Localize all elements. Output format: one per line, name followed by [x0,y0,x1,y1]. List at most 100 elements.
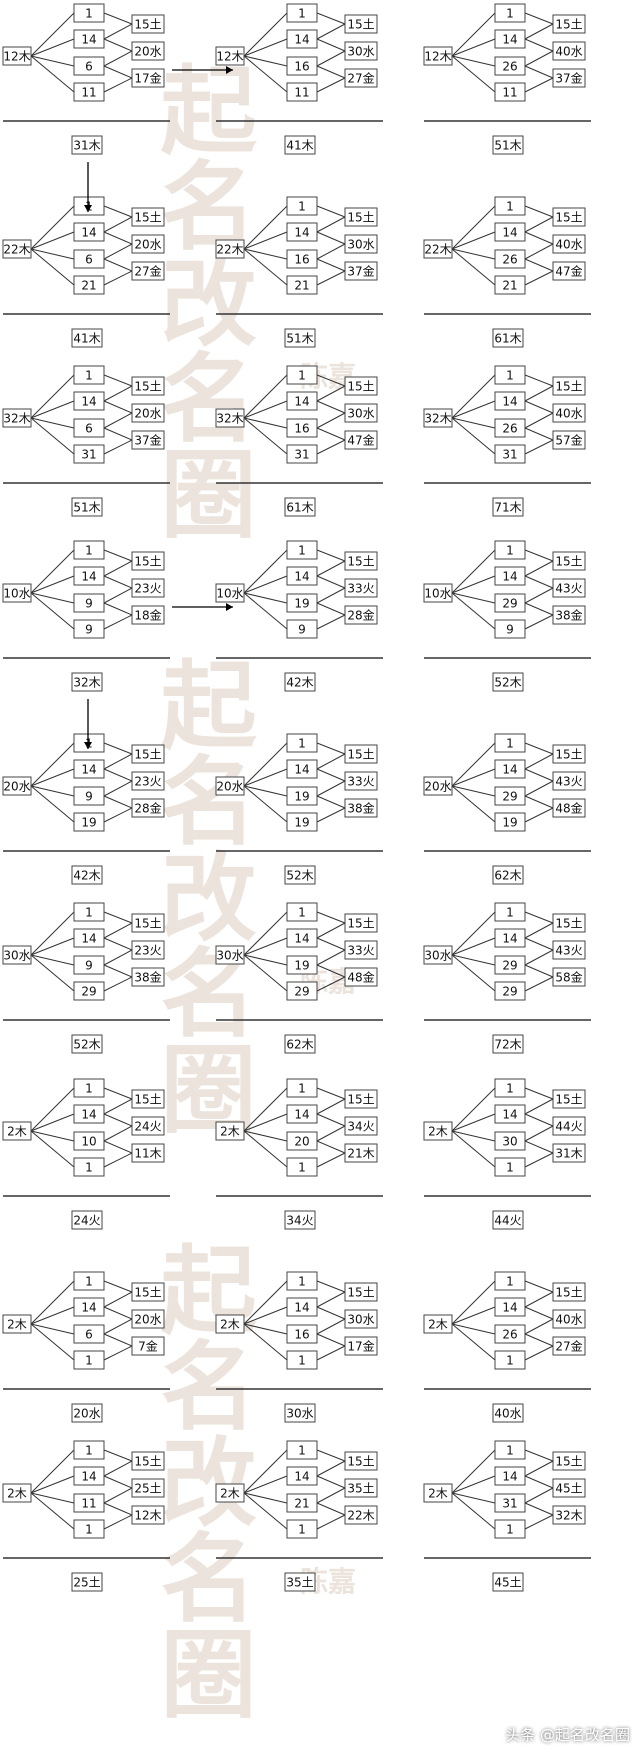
tree-s2-8-root-link-1 [243,911,288,956]
tree-s2-7-root-label: 30水 [3,949,30,963]
tree-s2-9-result: 72木 [492,1034,524,1054]
tree-s2-4-mid-1: 15土 [131,744,165,764]
tree-s1-8-branch-1-frame [286,365,318,385]
tree-s3-4-mid-link-2b [103,1318,133,1335]
tree-s3-6-branch-4-frame [494,1350,526,1370]
tree-s1-5-mid-link-1a [316,205,346,218]
tree-s2-7-mid-1-frame [131,913,165,933]
tree-s1-1-result-label: 31木 [73,139,100,153]
tree-s1-1-root-link-1 [30,12,75,57]
tree-s3-5-mid-2: 30水 [344,1309,378,1329]
tree-s3-4-branch-3-label: 6 [85,1328,93,1342]
tree-s1-6-root-link-4 [451,248,496,286]
tree-s2-1-branch-2: 14 [73,566,105,586]
tree-s1-7-mid-link-3b [103,439,133,455]
tree-s2-1-branch-4-label: 9 [85,623,93,637]
tree-s2-6-branch-1-label: 1 [506,737,514,751]
tree-s1-5-mid-link-1b [316,216,346,233]
tree-s3-9-root-link-2 [451,1475,496,1494]
tree-s2-6-branch-3-frame [494,786,526,806]
tree-s3-1-branch-1-frame [73,1078,105,1098]
tree-s1-9-mid-link-2a [524,400,554,414]
tree-s3-6-root-link-1 [451,1280,496,1325]
tree-s3-4-branch-3-frame [73,1324,105,1344]
tree-s1-6-mid-link-2a [524,231,554,245]
tree-s2-1-root-link-2 [30,575,75,594]
tree-s3-5-branch-3-label: 16 [294,1328,309,1342]
tree-s1-3-branch-2-label: 14 [502,33,517,47]
tree-s2-3-branch-4: 9 [494,619,526,639]
tree-s1-8-root-link-4 [243,417,288,455]
tree-s1-2-branch-4: 11 [286,82,318,102]
tree-s2-4-mid-3-label: 28金 [134,801,161,816]
tree-s3-2-mid-link-2b [316,1125,346,1142]
tree-s1-6-root-link-2 [451,231,496,250]
tree-s2-1-result: 32木 [71,672,103,692]
tree-s1-2-mid-link-2a [316,38,346,52]
tree-s1-4-branch-3-frame [73,249,105,269]
tree-s1-7-result-frame [71,497,103,517]
tree-s3-6-branch-4: 1 [494,1350,526,1370]
tree-s3-7-mid-3-frame [131,1505,165,1525]
tree-s3-3-mid-link-3a [524,1140,554,1154]
tree-s2-2-mid-3-frame [344,605,378,625]
tree-s1-2-mid-3-frame [344,68,378,88]
tree-s2-7-mid-link-1a [103,911,133,924]
tree-s1-6-branch-1: 1 [494,196,526,216]
tree-s3-3-mid-link-1b [524,1098,554,1115]
tree-s1-2-mid-1-frame [344,14,378,34]
tree-s1-1-root-link-3 [30,55,75,67]
tree-s3-7-mid-3-label: 12木 [134,1509,161,1523]
tree-s1-6-root-link-3 [451,248,496,260]
tree-s2-9-branch-3: 29 [494,955,526,975]
tree-s1-8-branch-2-label: 14 [294,395,309,409]
tree-s2-5-branch-4-frame [286,812,318,832]
tree-s2-3-mid-1-frame [552,551,586,571]
tree-s1-4-branch-2-frame [73,222,105,242]
tree-s3-4-mid-link-1b [103,1291,133,1308]
tree-s1-6-root-label: 22木 [424,243,451,257]
tree-s2-2-result-frame [284,672,316,692]
tree-s3-1-mid-3-frame [131,1143,165,1163]
tree-s2-8-branch-4-label: 29 [294,985,309,999]
tree-s2-3-result: 52木 [492,672,524,692]
tree-s1-6-mid-link-2b [524,243,554,260]
tree-s2-9-mid-3-label: 58金 [555,970,582,985]
tree-s2-2-root-link-3 [243,592,288,604]
tree-s1-8-root-link-3 [243,417,288,429]
tree-s3-3-mid-link-3b [524,1152,554,1168]
tree-s3-7-branch-4-frame [73,1519,105,1539]
tree-s2-4-root-link-2 [30,768,75,787]
tree-s3-8-mid-link-3a [316,1502,346,1516]
tree-s3-1-mid-link-1a [103,1087,133,1100]
tree-s1-1-mid-link-2a [103,38,133,52]
tree-s3-5-branch-2: 14 [286,1297,318,1317]
tree-s3-9-branch-2: 14 [494,1466,526,1486]
tree-s2-9-mid-1-frame [552,913,586,933]
tree-s2-2-branch-2: 14 [286,566,318,586]
tree-s2-7-mid-2: 23火 [131,940,165,960]
tree-s1-2-branch-1: 1 [286,3,318,23]
tree-s3-8-root: 2木 [215,1483,245,1503]
tree-s1-4-mid-link-3a [103,258,133,272]
tree-s1-6-mid-1: 15土 [552,207,586,227]
tree-s3-4-mid-1: 15土 [131,1282,165,1302]
tree-s2-7-mid-link-2a [103,937,133,951]
tree-s3-7-root-link-3 [30,1492,75,1504]
tree-s3-4-mid-link-3a [103,1333,133,1347]
tree-s3-2-branch-4: 1 [286,1157,318,1177]
tree-s1-6-branch-1-frame [494,196,526,216]
tree-s1-4-result-label: 41木 [73,332,100,346]
tree-s2-9-mid-2-label: 43火 [555,944,582,958]
tree-s1-3-root-link-1 [451,12,496,57]
tree-s1-7-mid-3: 37金 [131,430,165,450]
tree-s2-8-branch-1-label: 1 [298,906,306,920]
tree-s3-8-mid-1-label: 15土 [347,1455,374,1469]
tree-s2-2-branch-1-frame [286,540,318,560]
tree-s1-3-branch-3: 26 [494,56,526,76]
tree-s2-4-branch-2-label: 14 [81,763,96,777]
tree-s3-9-branch-2-label: 14 [502,1470,517,1484]
tree-s2-3-branch-2: 14 [494,566,526,586]
tree-s1-3-mid-2-label: 40水 [555,45,582,59]
tree-s1-8-mid-2: 30水 [344,403,378,423]
